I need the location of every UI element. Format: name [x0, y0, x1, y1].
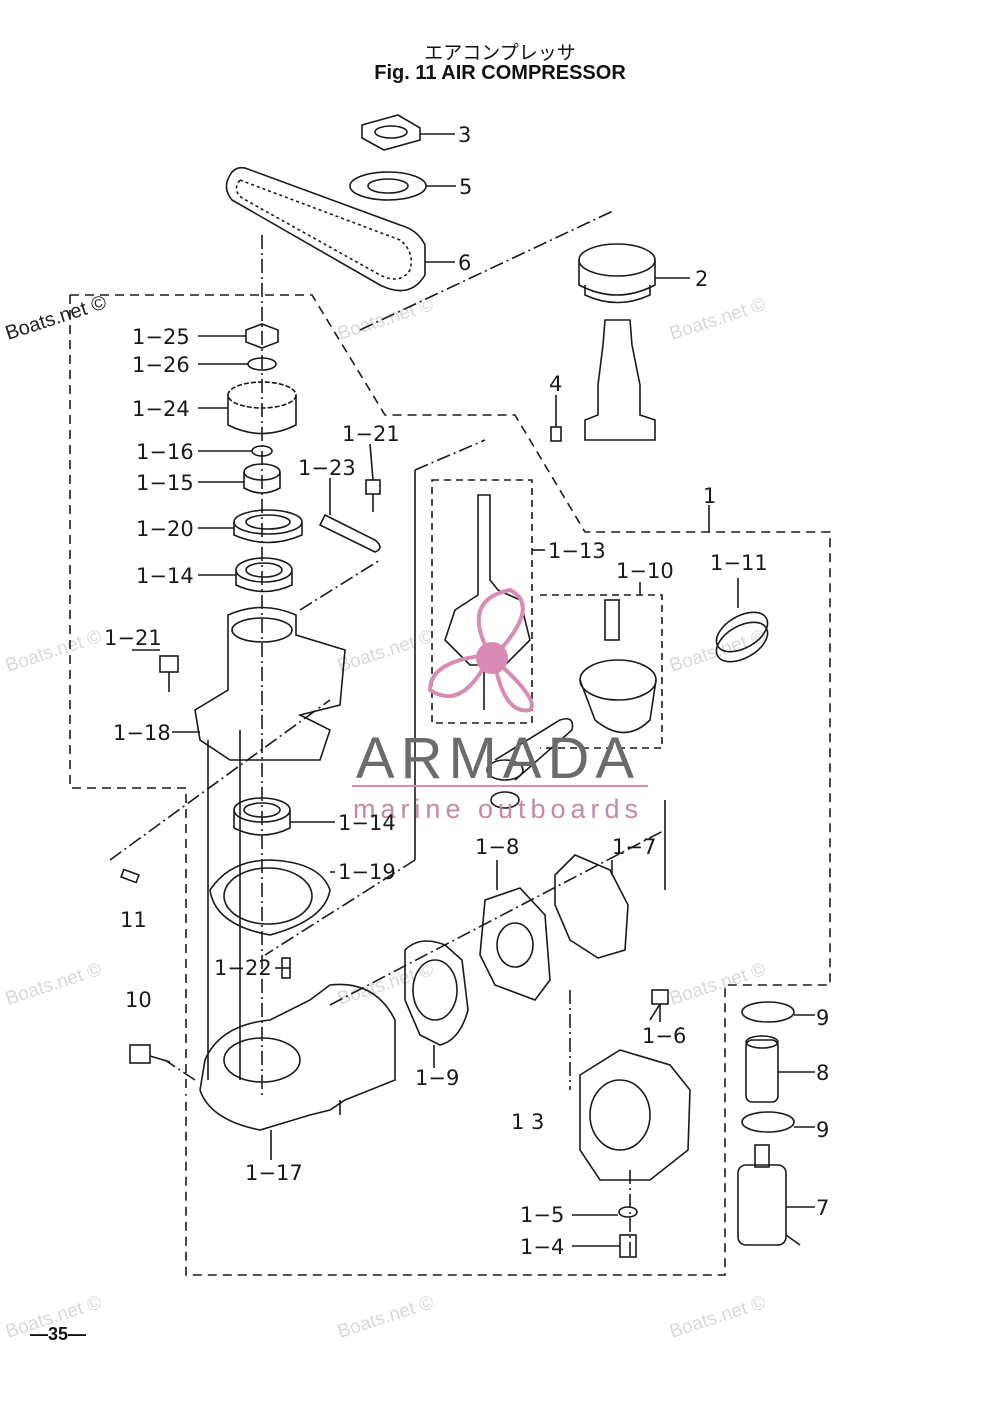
watermark-text: Boats.net © [335, 626, 436, 677]
callout-label: 1−21 [104, 626, 162, 650]
assembly-boundary [70, 294, 831, 1276]
callout-label: 1−17 [245, 1161, 303, 1185]
sub-boundary-left [69, 295, 187, 1095]
callout-label: 5 [459, 175, 472, 199]
part-3-nut [361, 114, 421, 151]
callout-label: 1−6 [642, 1024, 686, 1048]
callout-label: 1−22 [214, 956, 272, 980]
part-1-23-strap [318, 513, 381, 553]
brand-subtext: marine outboards [353, 794, 643, 824]
callout-label: 1−18 [113, 721, 171, 745]
callout-label: 1−14 [136, 564, 194, 588]
callout-label: 7 [816, 1196, 829, 1220]
callout-label: 8 [816, 1061, 829, 1085]
watermark-text: Boats.net © [3, 291, 110, 344]
callout-label: 1−13 [548, 539, 606, 563]
callout-label: 1−7 [612, 835, 656, 859]
watermark-text: Boats.net © [3, 626, 104, 677]
callout-label: 1 3 [511, 1110, 544, 1134]
callout-label: 1−9 [415, 1066, 459, 1090]
line-work [69, 114, 831, 1276]
part-1-10-piston [579, 679, 657, 734]
callout-label: 1−23 [298, 456, 356, 480]
callout-label: 1−8 [475, 835, 519, 859]
part-4-key [550, 426, 562, 442]
callout-label: 2 [695, 267, 708, 291]
watermark-text: Boats.net © [667, 959, 768, 1010]
callout-label: 11 [120, 908, 147, 932]
callout-label: 9 [816, 1118, 829, 1142]
callout-label: 10 [125, 988, 152, 1012]
crankshaft-box [431, 479, 533, 724]
part-1-13-crankshaft [444, 494, 531, 666]
part-1-9-gasket [404, 940, 469, 1046]
callout-label: 1−15 [136, 471, 194, 495]
callout-label: 6 [458, 251, 471, 275]
title-japanese: エアコンプレッサ [424, 42, 576, 64]
callout-label: 1−26 [132, 353, 190, 377]
watermark-text: Boats.net © [335, 1292, 436, 1343]
propeller-icon [427, 587, 534, 713]
part-1-17-cylinder [199, 983, 396, 1131]
watermark-text: Boats.net © [3, 959, 104, 1010]
part-7-filter [737, 1164, 787, 1246]
callout-label: 1 [703, 484, 716, 508]
part-2-pulley [578, 243, 656, 277]
piston-box [540, 594, 663, 749]
armada-logo: ARMADA marine outboards [352, 587, 648, 824]
part-1-25-nut [245, 323, 279, 349]
part-1-7-gasket [554, 854, 629, 959]
part-1-18-housing [194, 606, 346, 761]
callout-label: 1−16 [136, 440, 194, 464]
callout-label: 4 [549, 372, 562, 396]
drive-shaft [584, 319, 656, 441]
part-5-washer [349, 171, 427, 201]
part-6-belt [225, 166, 426, 292]
part-1-8-valve-plate [479, 887, 551, 1001]
callout-label: 1−21 [342, 422, 400, 446]
brand-text: ARMADA [356, 726, 640, 791]
callout-label: 9 [816, 1006, 829, 1030]
callout-label: 1−5 [520, 1203, 564, 1227]
callout-label: 1−24 [132, 397, 190, 421]
watermark-text: Boats.net © [667, 1292, 768, 1343]
part-8-hose [745, 1039, 779, 1103]
callout-label: 1−11 [710, 551, 768, 575]
part-1-3-head [579, 1049, 691, 1181]
callout-label: 1−4 [520, 1235, 564, 1259]
conrod [494, 717, 574, 781]
callout-label: 1−19 [338, 860, 396, 884]
callout-label: 1−25 [132, 325, 190, 349]
callout-label: 3 [458, 123, 471, 147]
callout-label: 1−20 [136, 517, 194, 541]
watermark-text: Boats.net © [667, 294, 768, 345]
title-english: Fig. 11 AIR COMPRESSOR [374, 62, 626, 84]
page-number: —35— [30, 1324, 87, 1344]
callout-label: 1−14 [338, 811, 396, 835]
callout-labels: 3 5 6 2 4 1 1−25 1−26 1−24 1−16 1−15 1−2… [104, 123, 829, 1259]
callout-label: 1−10 [616, 559, 674, 583]
part-1-19-gasket [209, 859, 331, 936]
